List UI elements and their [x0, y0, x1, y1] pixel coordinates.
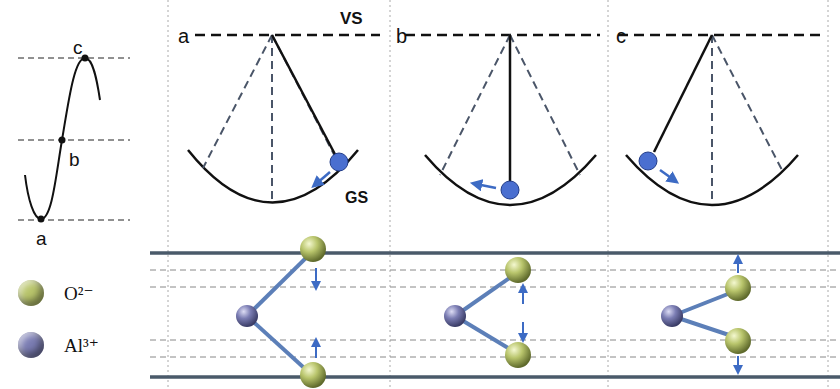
legend-row: Al³⁺	[18, 332, 99, 358]
panel-label: a	[178, 26, 189, 46]
state-label: VS	[340, 10, 363, 27]
wave-point-label: a	[36, 229, 47, 248]
state-label: GS	[345, 190, 368, 206]
panel-divider	[168, 0, 828, 389]
legend-swatch	[18, 280, 44, 306]
pendulum-a	[188, 35, 380, 203]
surface-lines	[150, 253, 840, 377]
legend-text: O²⁻	[64, 282, 93, 305]
legend-text: Al³⁺	[64, 334, 99, 357]
wave-point-label: c	[73, 38, 83, 57]
molecule-c	[661, 259, 751, 370]
molecule-b	[444, 257, 531, 368]
waveform	[18, 55, 130, 223]
pendulum-c	[618, 35, 820, 205]
pendulum-b	[405, 35, 600, 205]
panel-label: c	[616, 26, 626, 46]
wave-point-label: b	[69, 150, 80, 169]
molecule-a	[236, 236, 326, 388]
legend-swatch	[18, 332, 44, 358]
panel-label: b	[396, 26, 407, 46]
legend-row: O²⁻	[18, 280, 93, 306]
